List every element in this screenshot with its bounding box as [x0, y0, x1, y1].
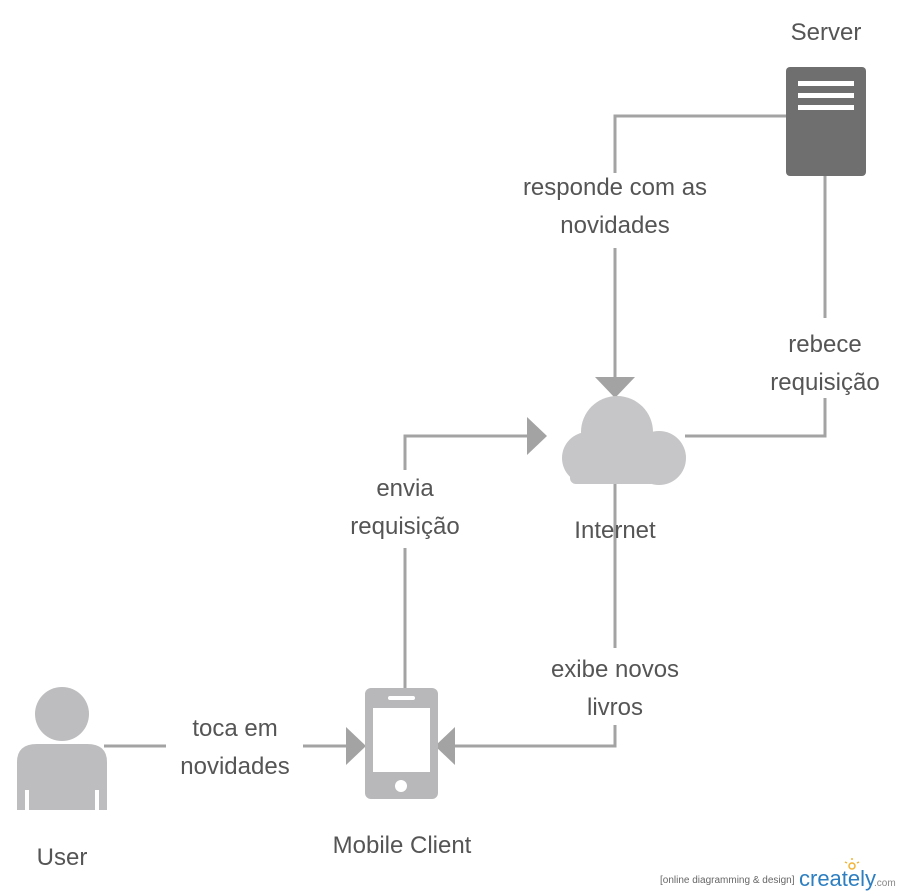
connector-user-to-mobile	[104, 727, 366, 765]
user-node: User	[17, 687, 107, 871]
svg-text:requisição: requisição	[770, 369, 879, 396]
edge-label-toca: toca em novidades	[180, 715, 289, 780]
internet-label: Internet	[574, 517, 656, 544]
svg-text:responde com as: responde com as	[523, 174, 707, 201]
svg-text:envia: envia	[376, 475, 434, 502]
connector-mobile-to-internet	[403, 417, 547, 688]
connector-internet-to-server	[685, 176, 827, 438]
watermark-brand: creately	[799, 866, 876, 891]
server-label: Server	[791, 19, 862, 46]
connector-server-to-internet	[595, 114, 786, 398]
edge-label-envia: envia requisição	[350, 475, 459, 540]
mobile-client-node: Mobile Client	[333, 688, 472, 859]
svg-text:novidades: novidades	[560, 212, 669, 239]
mobile-client-label: Mobile Client	[333, 832, 472, 859]
svg-text:requisição: requisição	[350, 513, 459, 540]
connector-internet-to-mobile	[435, 484, 617, 765]
watermark-tagline: [online diagramming & design]	[660, 875, 795, 886]
edge-label-exibe: exibe novos livros	[551, 656, 679, 721]
svg-text:exibe novos: exibe novos	[551, 656, 679, 683]
sun-icon	[844, 858, 860, 870]
server-node: Server	[786, 19, 866, 176]
watermark-suffix: .com	[874, 878, 896, 889]
internet-node: Internet	[562, 396, 686, 544]
svg-text:toca em: toca em	[192, 715, 277, 742]
user-icon	[17, 687, 107, 810]
svg-text:rebece: rebece	[788, 331, 861, 358]
phone-icon	[365, 688, 438, 799]
edge-label-rebece: rebece requisição	[770, 331, 879, 396]
svg-text:novidades: novidades	[180, 753, 289, 780]
edge-label-responde: responde com as novidades	[523, 174, 707, 239]
svg-text:livros: livros	[587, 694, 643, 721]
user-label: User	[37, 844, 88, 871]
creately-watermark: [online diagramming & design] creately .…	[660, 858, 896, 891]
cloud-icon	[562, 396, 686, 485]
